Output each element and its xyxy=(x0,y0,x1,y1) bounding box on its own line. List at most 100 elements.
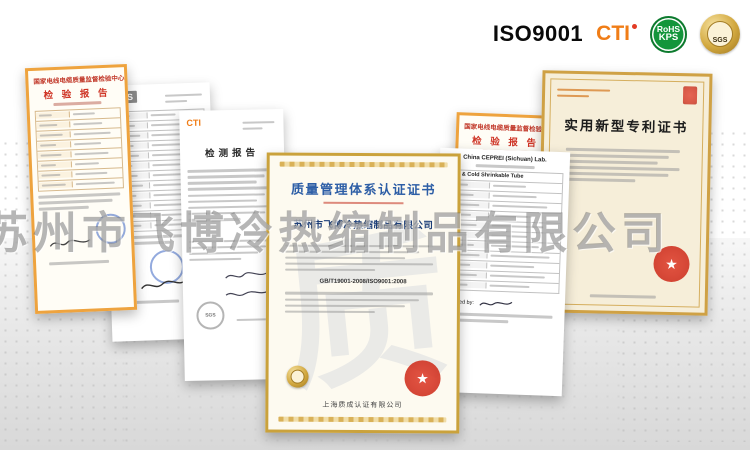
cert-text-block xyxy=(277,289,449,318)
text-line-placeholder xyxy=(557,94,590,98)
gold-ornament-bottom xyxy=(278,416,447,423)
cert-text-block xyxy=(555,147,696,184)
table-cell xyxy=(72,160,122,167)
table-cell xyxy=(35,111,70,119)
report-seal-area: SGS xyxy=(189,264,280,336)
text-line-placeholder xyxy=(590,294,656,299)
report-title: 检测报告 xyxy=(204,147,260,160)
text-line-placeholder xyxy=(565,159,659,165)
cert-title: 检 验 报 告 xyxy=(471,135,540,150)
text-line-placeholder xyxy=(189,257,242,262)
table-cell xyxy=(38,171,73,179)
review-row: Reviewed by: xyxy=(441,296,559,312)
text-line-placeholder xyxy=(242,126,263,130)
text-line-placeholder xyxy=(489,274,545,279)
text-line-placeholder xyxy=(490,264,534,269)
text-line-placeholder xyxy=(188,238,275,244)
cert-table xyxy=(34,106,124,192)
ceprei-test-report-cert: China CEPREI (Sichuan) Lab. Heat & Cold … xyxy=(431,147,571,397)
sgs-medal-text: SGS xyxy=(707,21,733,47)
cti-test-report-cert: CTI 检测报告 SGS xyxy=(179,108,289,382)
cti-logo: CTI xyxy=(186,117,202,128)
text-line-placeholder xyxy=(490,254,550,259)
red-seal-stamp: ★ xyxy=(404,360,441,397)
header-lines xyxy=(164,88,204,107)
text-line-placeholder xyxy=(151,113,176,117)
text-line-placeholder xyxy=(38,192,120,199)
text-line-placeholder xyxy=(41,173,61,177)
text-line-placeholder xyxy=(73,121,103,126)
table-cell xyxy=(37,141,72,149)
signature-icon xyxy=(49,239,91,248)
inspection-report-cert-left: 国家电线电缆质量监督检验中心 检 验 报 告 xyxy=(24,63,138,315)
text-line-placeholder xyxy=(164,93,202,97)
cert-footer: ★ 上海质成认证有限公司 xyxy=(276,360,448,425)
text-line-placeholder xyxy=(285,262,434,266)
text-line-placeholder xyxy=(493,184,527,189)
table-cell xyxy=(37,151,72,159)
signature-icon xyxy=(479,301,513,306)
standard-code: GB/T19001-2008/ISO9001:2008 xyxy=(319,278,407,286)
table-cell xyxy=(70,110,120,117)
text-line-placeholder xyxy=(491,224,544,229)
text-line-placeholder xyxy=(53,101,102,106)
iso9001-logo: ISO9001 xyxy=(492,21,584,46)
report-seal-area xyxy=(115,247,211,312)
text-line-placeholder xyxy=(242,120,275,124)
text-line-placeholder xyxy=(154,213,185,217)
text-line-placeholder xyxy=(188,217,241,222)
text-line-placeholder xyxy=(39,133,63,137)
cti-logo: CTI xyxy=(596,22,637,46)
cert-text-block xyxy=(38,188,125,215)
text-line-placeholder xyxy=(565,147,680,153)
text-line-placeholder xyxy=(39,123,58,127)
table-cell xyxy=(71,150,121,157)
text-line-placeholder xyxy=(164,99,188,103)
text-line-placeholder xyxy=(188,211,266,216)
text-line-placeholder xyxy=(187,174,265,179)
text-line-placeholder xyxy=(38,113,53,117)
kps-text: KPS xyxy=(658,32,679,44)
text-line-placeholder xyxy=(40,163,56,167)
text-line-placeholder xyxy=(75,181,115,186)
gold-emblem-center xyxy=(290,369,305,384)
gold-emblem-icon xyxy=(286,365,309,388)
text-line-placeholder xyxy=(492,204,548,209)
text-line-placeholder xyxy=(49,260,110,266)
text-line-placeholder xyxy=(284,304,406,308)
text-line-placeholder xyxy=(284,310,376,314)
text-line-placeholder xyxy=(152,143,183,147)
text-line-placeholder xyxy=(285,256,406,260)
text-line-placeholder xyxy=(475,164,535,169)
text-line-placeholder xyxy=(188,199,258,204)
cti-logo-text: CTI xyxy=(596,22,630,45)
table-cell xyxy=(70,130,120,137)
text-line-placeholder xyxy=(285,268,376,272)
text-line-placeholder xyxy=(187,168,273,173)
text-line-placeholder xyxy=(38,198,113,205)
text-line-placeholder xyxy=(189,244,267,250)
gray-seal-stamp: SGS xyxy=(196,301,225,330)
text-line-placeholder xyxy=(40,153,62,157)
text-line-placeholder xyxy=(490,244,539,249)
text-line-placeholder xyxy=(187,186,274,192)
text-line-placeholder xyxy=(565,178,635,183)
text-line-placeholder xyxy=(74,162,100,166)
text-line-placeholder xyxy=(565,172,669,177)
table-cell xyxy=(38,181,73,189)
certification-logos: ISO9001 CTI RoHS KPS SGS xyxy=(493,14,740,54)
cert-content: 质量管理体系认证证书 苏州市飞博冷热缩制品有限公司 GB/T19001-2008… xyxy=(276,161,449,425)
blue-seal-stamp xyxy=(95,213,127,245)
table-cell xyxy=(71,140,121,147)
cert-title: 质量管理体系认证证书 xyxy=(290,182,437,199)
text-line-placeholder xyxy=(491,234,528,239)
text-line-placeholder xyxy=(73,131,111,136)
text-line-placeholder xyxy=(152,163,181,167)
text-line-placeholder xyxy=(565,153,669,159)
text-line-placeholder xyxy=(73,141,101,146)
quality-management-certificate: 质 质量管理体系认证证书 苏州市飞博冷热缩制品有限公司 GB/T19001-20… xyxy=(265,152,461,434)
text-line-placeholder xyxy=(284,292,434,296)
sgs-medal-icon: SGS xyxy=(700,14,740,54)
table-cell xyxy=(73,180,123,187)
